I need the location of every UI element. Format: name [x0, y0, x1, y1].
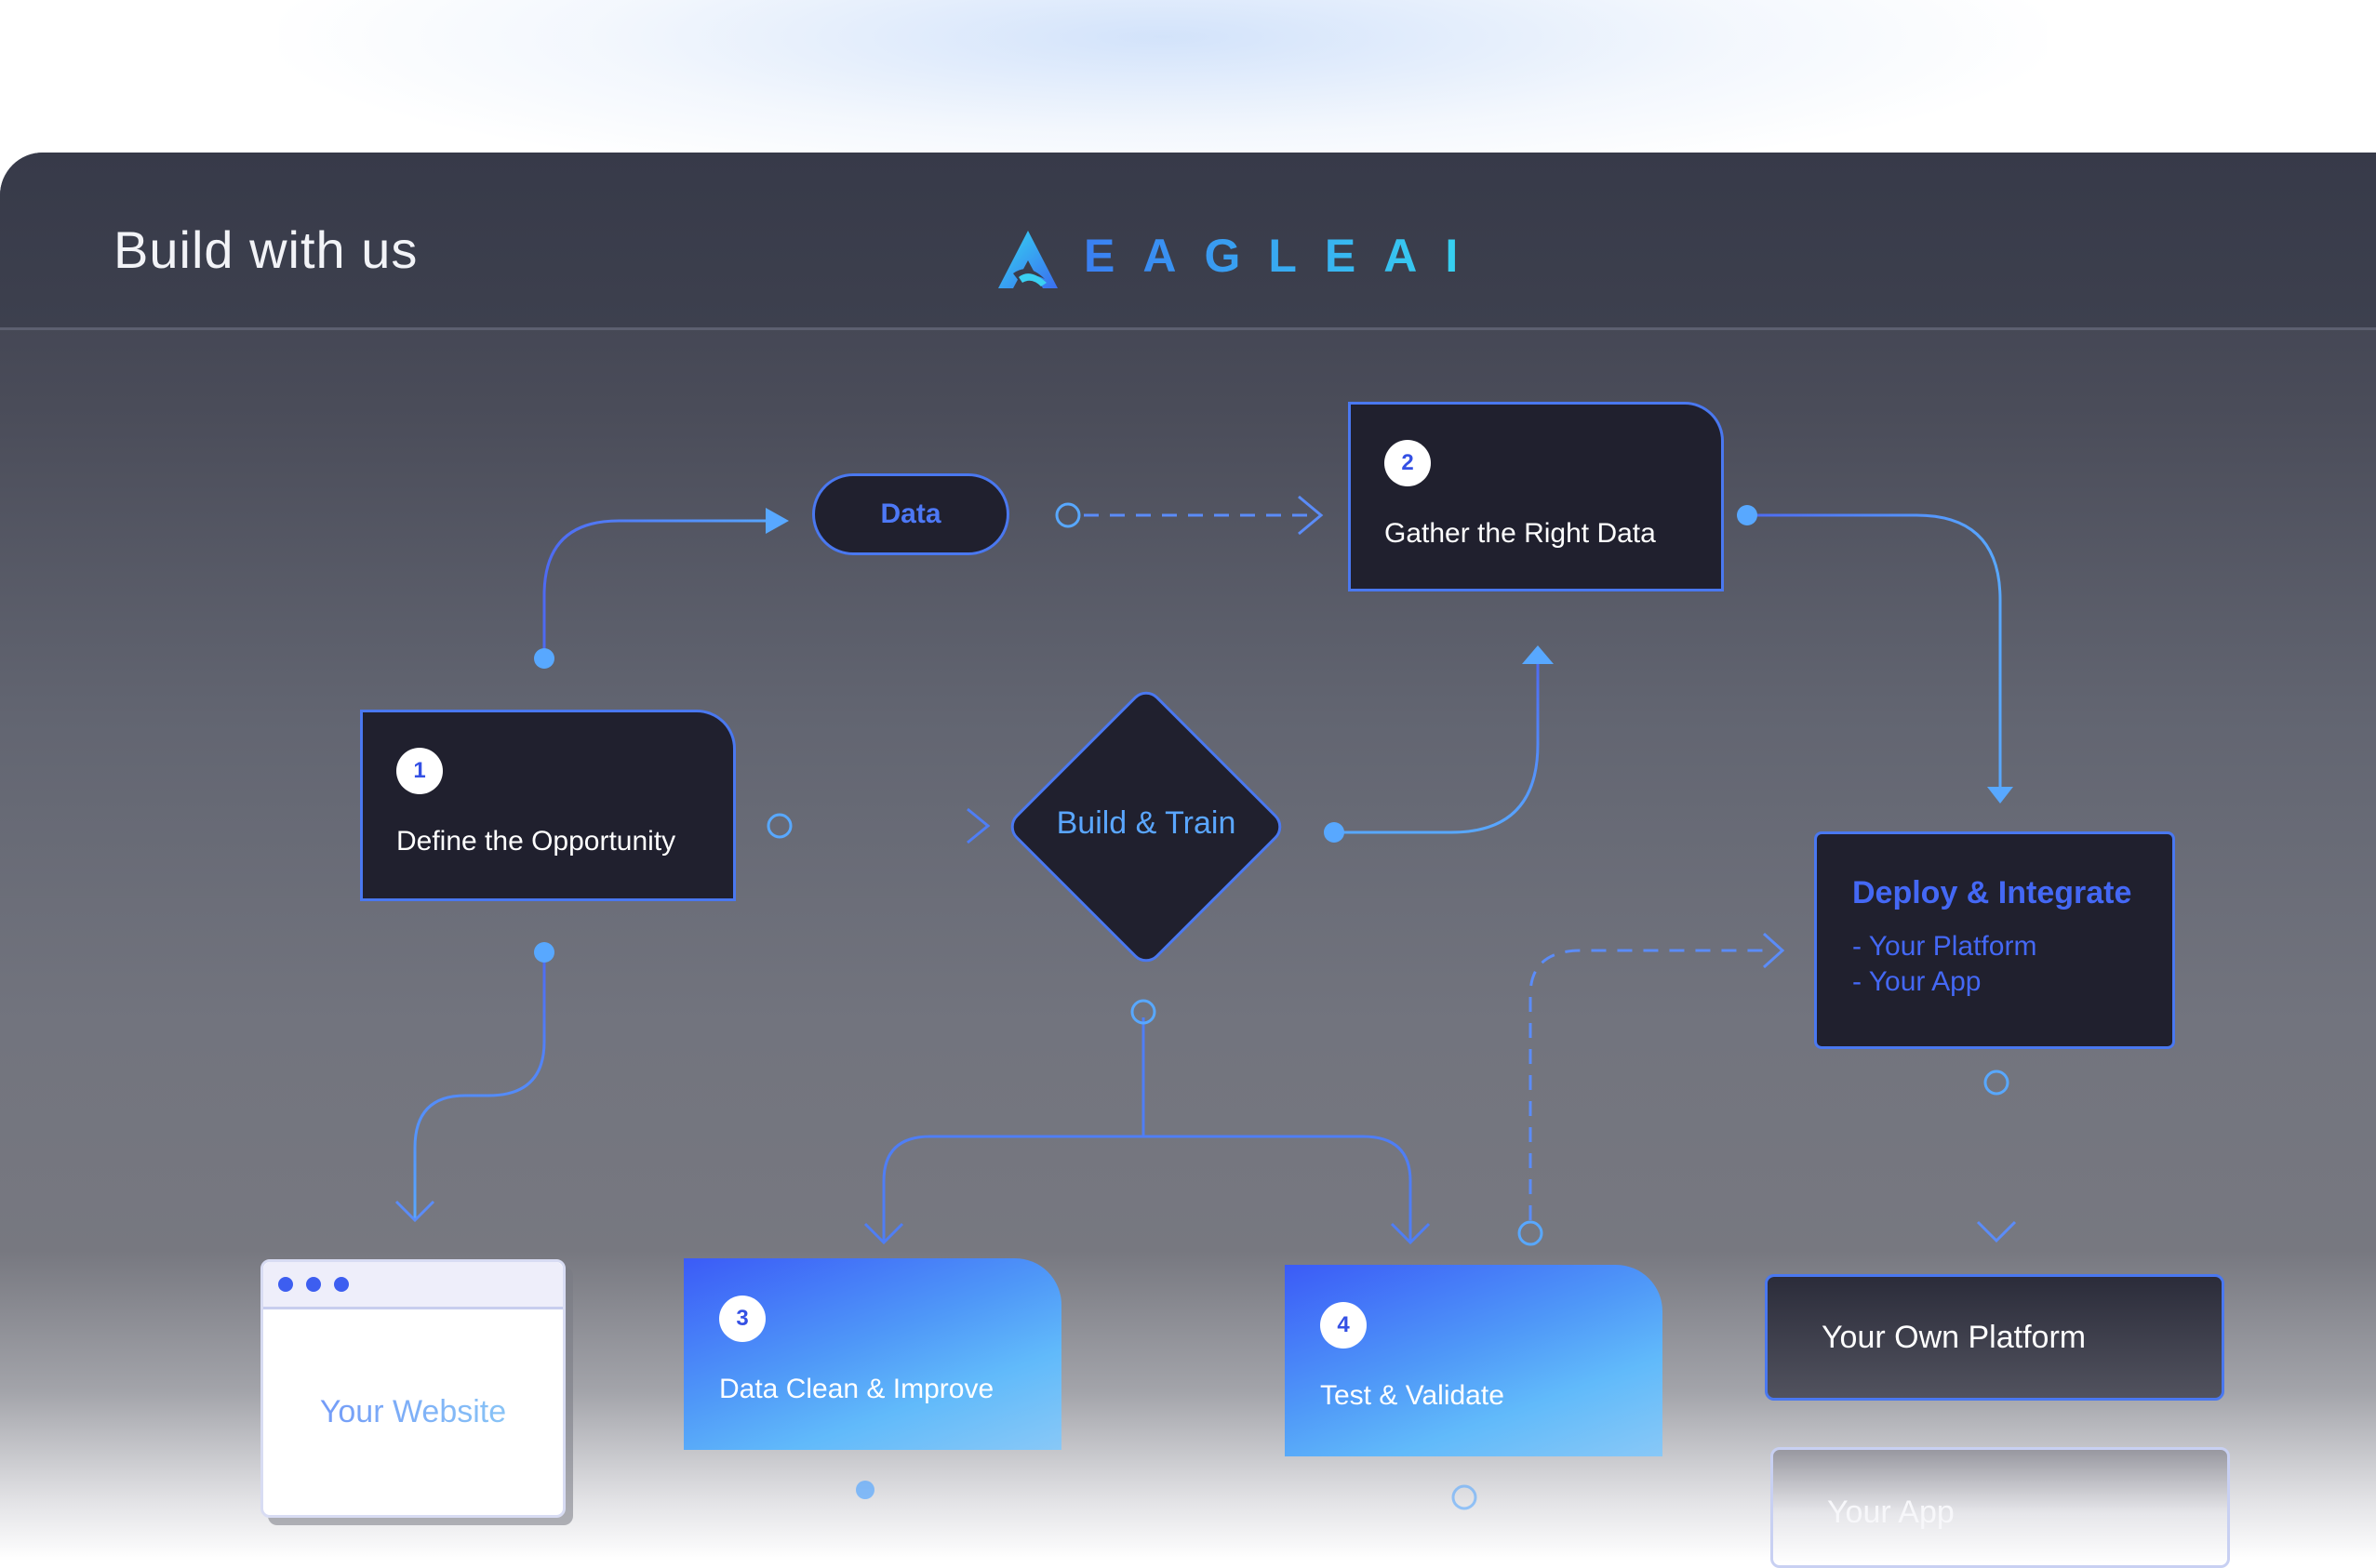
browser-titlebar: [263, 1262, 563, 1309]
step4-card[interactable]: 4 Test & Validate: [1285, 1265, 1662, 1456]
window-dot-icon: [306, 1277, 321, 1292]
build-train-label: Build & Train: [1056, 805, 1236, 841]
step3-card[interactable]: 3 Data Clean & Improve: [684, 1258, 1061, 1450]
step3-label: Data Clean & Improve: [719, 1374, 994, 1404]
step2-card[interactable]: 2 Gather the Right Data: [1348, 402, 1724, 591]
step1-label: Define the Opportunity: [396, 826, 676, 857]
brand-wordmark: EAGLEAI: [1084, 230, 1487, 282]
deploy-title: Deploy & Integrate: [1852, 875, 2132, 910]
step1-card[interactable]: 1 Define the Opportunity: [360, 710, 736, 901]
data-node[interactable]: Data: [812, 473, 1009, 555]
window-dot-icon: [278, 1277, 293, 1292]
step2-label: Gather the Right Data: [1384, 518, 1656, 549]
eagle-logo-icon: [998, 231, 1058, 288]
deploy-card[interactable]: Deploy & Integrate - Your Platform - You…: [1814, 831, 2175, 1049]
brand-logo[interactable]: EAGLEAI: [991, 225, 1458, 299]
step2-number-badge: 2: [1384, 440, 1431, 486]
step3-number-badge: 3: [719, 1296, 766, 1342]
step4-number-badge: 4: [1320, 1302, 1367, 1349]
your-app-card[interactable]: Your App: [1770, 1447, 2230, 1568]
step1-number-badge: 1: [396, 748, 443, 794]
own-platform-card[interactable]: Your Own Platform: [1765, 1274, 2224, 1401]
window-header: Build with us EAGLEAI: [0, 153, 2376, 330]
page-title: Build with us: [113, 220, 419, 279]
website-window[interactable]: Your Website: [260, 1259, 566, 1518]
website-label: Your Website: [263, 1394, 563, 1430]
step4-label: Test & Validate: [1320, 1380, 1504, 1411]
build-train-node[interactable]: Build & Train: [1004, 684, 1288, 969]
window-dot-icon: [334, 1277, 349, 1292]
deploy-item-platform: - Your Platform: [1852, 931, 2037, 962]
deploy-item-app: - Your App: [1852, 966, 1982, 997]
